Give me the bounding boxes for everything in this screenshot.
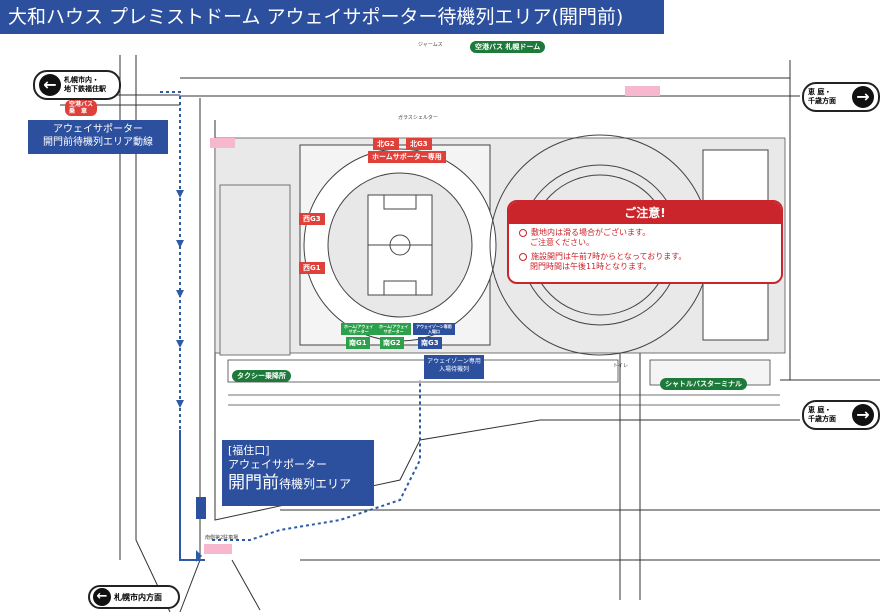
notice-box: ご注意! 敷地内は滑る場合がございます。 ご注意ください。 施設開門は午前7時か… [507,200,783,284]
notice-item-1-line2: ご注意ください。 [530,238,594,247]
left-arrow-icon: ← [39,74,61,96]
gate-west-g1: 西G1 [299,262,325,274]
airport-bus-sign: 空港バス 札幌ドーム [470,41,546,53]
direction-sapporo-subway: ← 札幌市内・ 地下鉄福住駅 [33,70,121,100]
toilet-label: トイレ [613,363,629,369]
south-parking-label: 南側第2駐車場 [205,535,239,541]
away-zone-entry: アウェイゾーン専用 入場待機列 [424,355,484,379]
page-title: 大和ハウス プレミストドーム アウェイサポーター待機列エリア(開門前) [0,0,664,34]
jamjam-label: ジャームス [418,42,443,48]
notice-item-2: 施設開門は午前7時からとなっております。 閉門時間は午後11時となります。 [519,252,781,272]
gate-west-g3: 西G3 [299,213,325,225]
taxi-stand: タクシー乗降所 [232,370,291,382]
gate-south-g1: 南G1 [346,337,370,349]
notice-title: ご注意! [509,202,781,224]
away-route-text: アウェイサポーター 開門前待機列エリア動線 [43,124,153,148]
bullet-icon [519,252,527,261]
notice-item-1-line1: 敷地内は滑る場合がございます。 [531,228,651,237]
right-arrow-icon: → [852,86,874,108]
notice-item-1: 敷地内は滑る場合がございます。 ご注意ください。 [519,228,781,248]
fukuzumi-line3a: 開門前 [228,473,279,493]
direction-label: 札幌市内・ 地下鉄福住駅 [64,76,106,93]
notice-item-2-line2: 閉門時間は午後11時となります。 [530,262,652,271]
direction-label: 恵 庭・ 千歳方面 [808,406,836,423]
gate-south-g2: 南G2 [380,337,404,349]
fukuzumi-line1: [福住口] [228,444,270,457]
away-route-box: アウェイサポーター 開門前待機列エリア動線 [28,120,168,154]
fukuzumi-line2: アウェイサポーター [228,458,327,471]
notice-item-2-line1: 施設開門は午前7時からとなっております。 [531,252,687,261]
left-arrow-icon: ← [93,588,111,606]
route-arrows [176,190,202,562]
road-lines [60,55,880,612]
bullet-icon [519,228,527,237]
gate-south-g2-sub: ホーム/アウェイ サポーター [376,323,412,335]
home-only-sign: ホームサポーター専用 [368,151,446,163]
direction-label: 恵 庭・ 千歳方面 [808,88,836,105]
fukuzumi-waiting-box: [福住口] アウェイサポーター 開門前待機列エリア [222,440,374,506]
stadium [299,144,497,346]
away-zone-entry-text: アウェイゾーン専用 入場待機列 [427,358,481,373]
glass-shelter-label: ガラスシェルター [398,115,438,121]
gate-south-g3-sub: アウェイゾーン専用 入場口 [413,323,455,335]
gate-north-g3: 北G3 [406,138,432,150]
parking-pink-top [625,86,660,96]
fukuzumi-line3b: 待機列エリア [279,477,352,491]
right-arrow-icon: → [852,404,874,426]
airport-bus-stop: 空港バス 乗 車 [65,100,98,116]
direction-chitose-top: 恵 庭・ 千歳方面 → [802,82,880,112]
parking-pink-bottom [204,544,232,554]
gate-south-g3: 南G3 [418,337,442,349]
direction-sapporo-city: ← 札幌市内方面 [88,585,180,609]
parking-pink-left [210,138,235,148]
gate-north-g2: 北G2 [373,138,399,150]
gate-south-g1-sub: ホーム/アウェイ サポーター [341,323,377,335]
shuttle-bus-terminal: シャトルバスターミナル [660,378,747,390]
direction-chitose-bottom: 恵 庭・ 千歳方面 → [802,400,880,430]
direction-label: 札幌市内方面 [114,592,162,602]
waiting-area-marker [196,497,206,519]
